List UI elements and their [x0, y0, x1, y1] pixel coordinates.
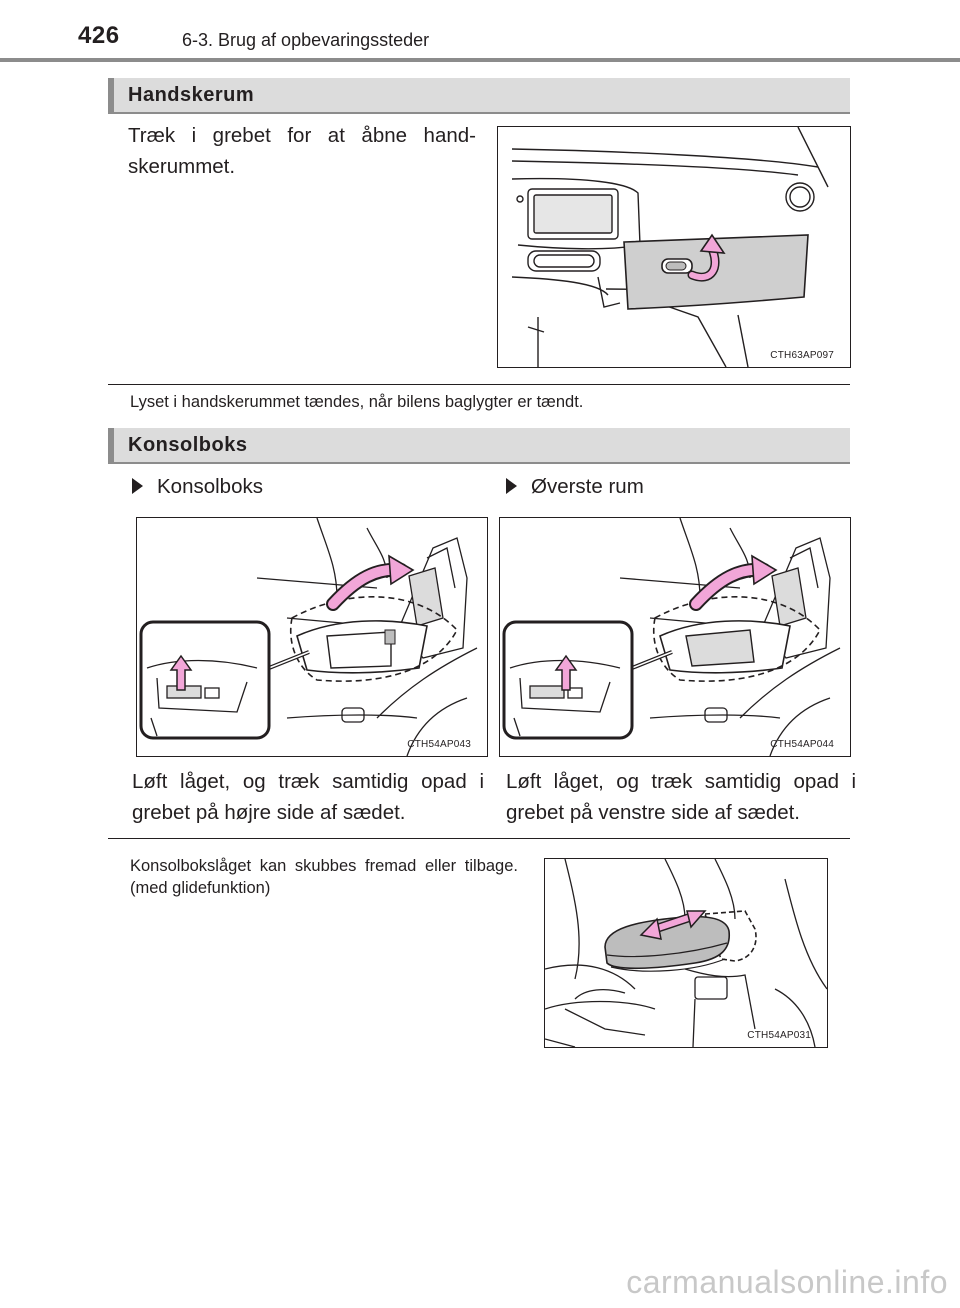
- glovebox-note: Lyset i handskerummet tændes, når bilens…: [130, 393, 584, 411]
- glovebox-illustration: CTH63AP097: [497, 126, 851, 368]
- upper-compartment-drawing: [502, 518, 841, 756]
- section-marker: [108, 428, 114, 462]
- subheading-label: Øverste rum: [531, 475, 644, 498]
- section-marker: [108, 78, 114, 112]
- sliding-lid-illustration: CTH54AP031: [544, 858, 828, 1048]
- section-header-console: Konsolboks: [108, 428, 850, 464]
- sliding-lid-drawing: [545, 859, 827, 1047]
- triangle-bullet-icon: [506, 478, 517, 494]
- upper-compartment-caption: Løft låget, og træk samtidig opad i greb…: [506, 770, 856, 824]
- console-box-caption: Løft låget, og træk samtidig opad i greb…: [132, 770, 484, 824]
- subheading-upper-compartment: Øverste rum: [506, 475, 644, 499]
- figure-code: CTH54AP043: [407, 739, 471, 750]
- section-title: Konsolboks: [128, 434, 248, 456]
- section-title: Handskerum: [128, 84, 255, 106]
- triangle-bullet-icon: [132, 478, 143, 494]
- watermark: carmanualsonline.info: [626, 1264, 948, 1300]
- figure-code: CTH54AP031: [747, 1030, 811, 1041]
- glovebox-drawing: [511, 127, 829, 367]
- header-divider: [0, 58, 960, 62]
- figure-code: CTH63AP097: [770, 350, 834, 361]
- slide-note: Konsolbokslåget kan skubbes fremad eller…: [130, 857, 518, 897]
- subheading-console-box: Konsolboks: [132, 475, 263, 499]
- glovebox-instruction: Træk i grebet for at åbne hand-skerummet…: [128, 124, 476, 178]
- console-box-illustration: CTH54AP043: [136, 517, 488, 757]
- console-box-drawing: [139, 518, 478, 756]
- note-divider: [108, 384, 850, 385]
- figure-code: CTH54AP044: [770, 739, 834, 750]
- page-number: 426: [78, 22, 120, 49]
- subheading-label: Konsolboks: [157, 475, 263, 498]
- upper-compartment-illustration: CTH54AP044: [499, 517, 851, 757]
- chapter-title: 6-3. Brug af opbevaringssteder: [182, 30, 430, 50]
- slide-note-divider: [108, 838, 850, 839]
- section-header-glovebox: Handskerum: [108, 78, 850, 114]
